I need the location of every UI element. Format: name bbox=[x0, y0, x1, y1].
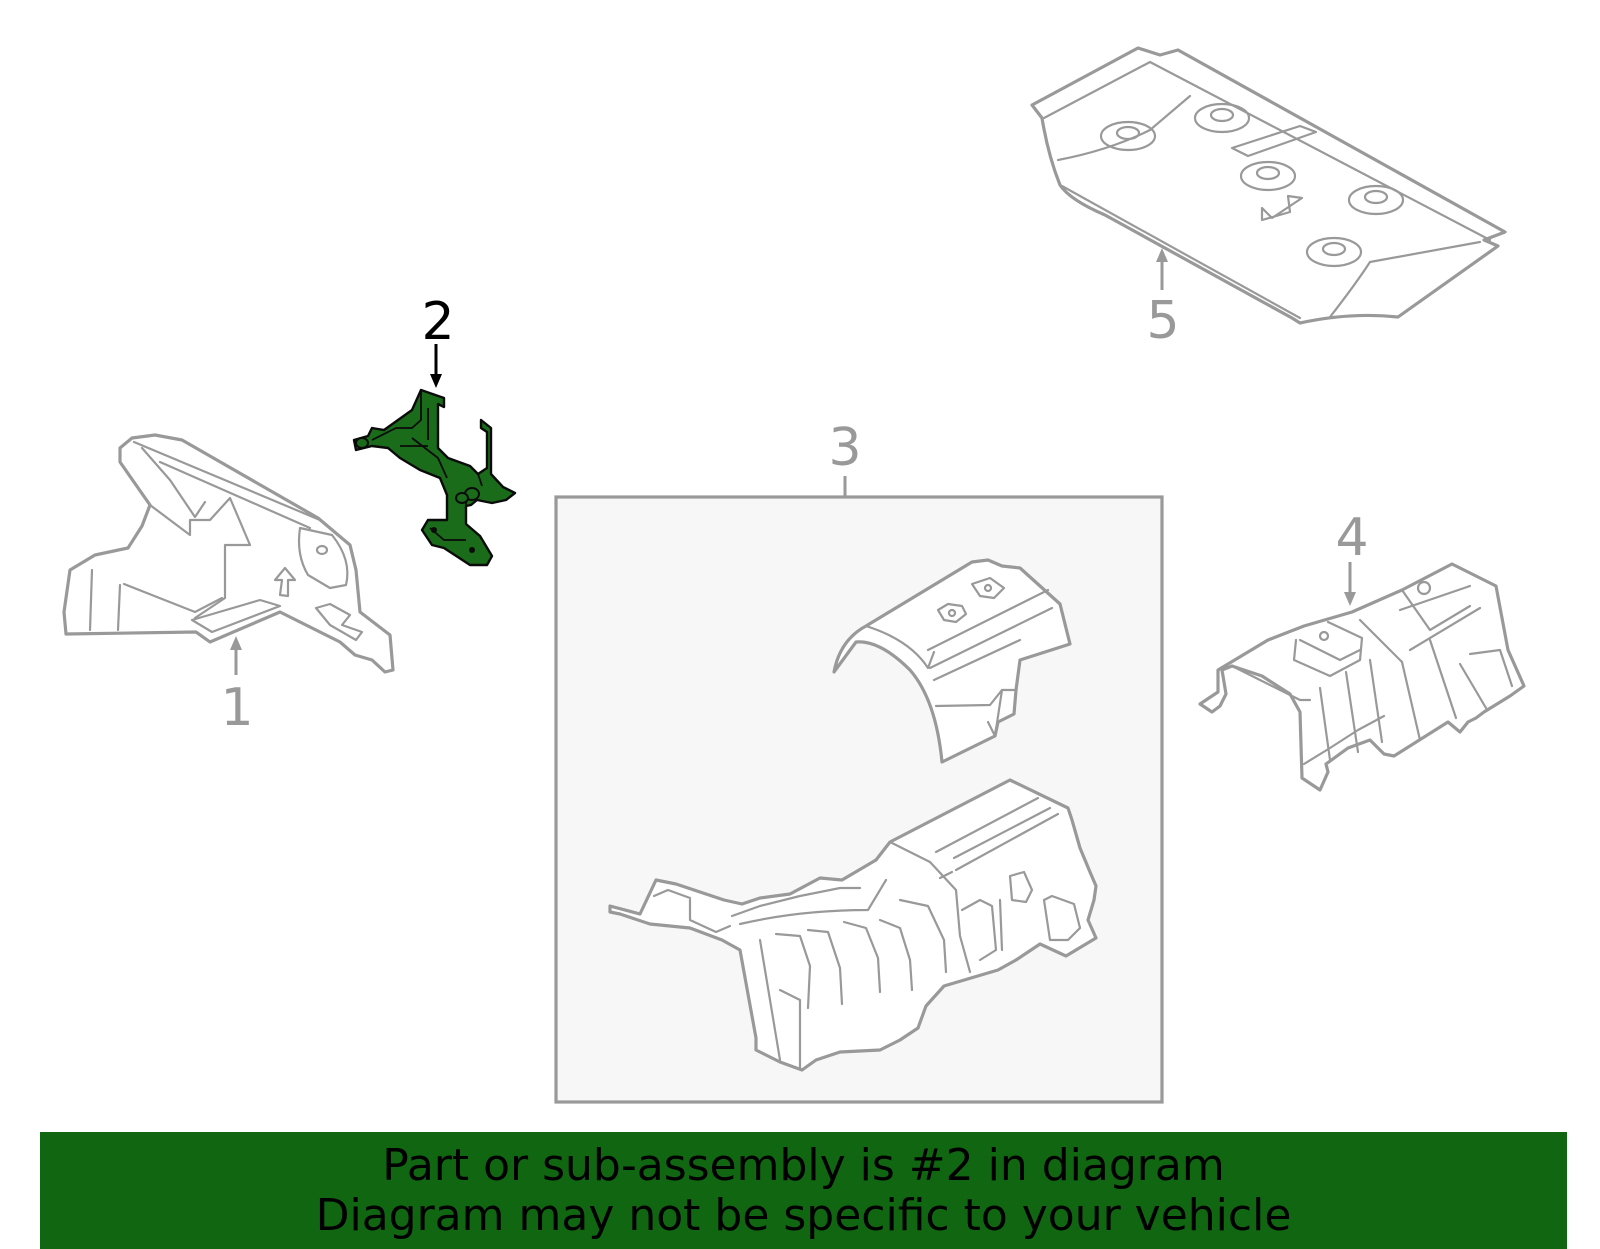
arrowhead-4 bbox=[1344, 592, 1356, 606]
part-3-lower-shield[interactable] bbox=[608, 778, 1098, 1072]
banner-line-2: Diagram may not be specific to your vehi… bbox=[315, 1189, 1292, 1241]
callout-4[interactable]: 4 bbox=[1335, 508, 1368, 568]
info-banner: Part or sub-assembly is #2 in diagram Di… bbox=[40, 1132, 1567, 1249]
part-1-heat-shield[interactable] bbox=[62, 433, 395, 674]
arrowhead-2 bbox=[430, 374, 442, 388]
arrowhead-1 bbox=[230, 636, 242, 650]
callout-2[interactable]: 2 bbox=[421, 292, 454, 352]
banner-line-1: Part or sub-assembly is #2 in diagram bbox=[382, 1139, 1225, 1191]
callout-1[interactable]: 1 bbox=[220, 678, 253, 738]
callout-3[interactable]: 3 bbox=[828, 418, 861, 478]
part-3-upper-shield[interactable] bbox=[832, 558, 1072, 764]
part-2-bracket-highlighted[interactable] bbox=[352, 388, 517, 567]
part-5-heat-shield[interactable] bbox=[1030, 46, 1507, 325]
part-4-heat-shield[interactable] bbox=[1198, 562, 1526, 792]
callout-5[interactable]: 5 bbox=[1146, 291, 1179, 351]
arrowhead-5 bbox=[1156, 248, 1168, 262]
